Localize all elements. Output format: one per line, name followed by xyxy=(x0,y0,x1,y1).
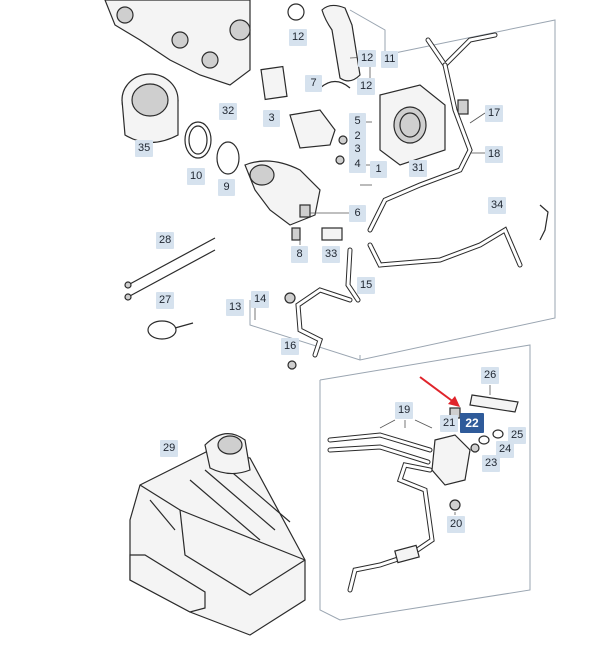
callout-12[interactable]: 12 xyxy=(357,78,376,95)
exhaust-manifold xyxy=(104,0,305,86)
callout-23[interactable]: 23 xyxy=(482,455,501,472)
air-filter-box xyxy=(129,433,306,636)
callout-12[interactable]: 12 xyxy=(289,29,308,46)
callout-7[interactable]: 7 xyxy=(305,75,322,92)
small-fittings xyxy=(291,99,469,241)
callout-28[interactable]: 28 xyxy=(156,232,175,249)
coolant-pipe xyxy=(284,287,353,370)
cable-ties xyxy=(124,237,216,301)
solenoid-valve xyxy=(431,394,519,511)
highlight-arrow xyxy=(419,376,460,407)
callout-24[interactable]: 24 xyxy=(496,441,515,458)
callout-29[interactable]: 29 xyxy=(160,440,179,457)
filter-cylinder xyxy=(121,73,179,144)
callout-32[interactable]: 32 xyxy=(219,103,238,120)
callout-26[interactable]: 26 xyxy=(481,367,500,384)
callout-9[interactable]: 9 xyxy=(218,179,235,196)
assembly-frames xyxy=(249,9,556,621)
pipe-clamp xyxy=(147,320,194,340)
callout-18[interactable]: 18 xyxy=(485,146,504,163)
callout-13[interactable]: 13 xyxy=(226,299,245,316)
callout-20[interactable]: 20 xyxy=(447,516,466,533)
callout-8[interactable]: 8 xyxy=(291,246,308,263)
callout-10[interactable]: 10 xyxy=(187,168,206,185)
callout-34[interactable]: 34 xyxy=(488,197,507,214)
hose-clamp xyxy=(184,121,212,159)
throttle-body xyxy=(379,84,446,166)
o-ring xyxy=(216,141,240,175)
callout-17[interactable]: 17 xyxy=(485,105,504,122)
callout-6[interactable]: 6 xyxy=(349,205,366,222)
valve-housing xyxy=(244,65,351,226)
callout-27[interactable]: 27 xyxy=(156,292,175,309)
callout-5[interactable]: 5 xyxy=(349,113,366,130)
vacuum-hoses-upper xyxy=(345,32,549,303)
callout-11[interactable]: 11 xyxy=(381,51,399,68)
callout-31[interactable]: 31 xyxy=(409,160,428,177)
callout-4[interactable]: 4 xyxy=(349,156,366,173)
callout-15[interactable]: 15 xyxy=(357,277,376,294)
callout-25[interactable]: 25 xyxy=(508,427,527,444)
callout-12[interactable]: 12 xyxy=(358,50,377,67)
callout-19[interactable]: 19 xyxy=(395,402,414,419)
callout-14[interactable]: 14 xyxy=(251,291,270,308)
callout-16[interactable]: 16 xyxy=(281,338,300,355)
intake-pipe xyxy=(321,4,361,82)
vacuum-hoses-lower xyxy=(327,432,435,593)
callout-21[interactable]: 21 xyxy=(440,415,459,432)
callout-35[interactable]: 35 xyxy=(135,140,154,157)
callout-3[interactable]: 3 xyxy=(263,110,280,127)
callout-3[interactable]: 3 xyxy=(349,141,366,158)
callout-2[interactable]: 2 xyxy=(349,128,366,145)
callout-22-selected[interactable]: 22 xyxy=(460,413,484,433)
callout-1[interactable]: 1 xyxy=(370,161,387,178)
callout-33[interactable]: 33 xyxy=(322,246,341,263)
